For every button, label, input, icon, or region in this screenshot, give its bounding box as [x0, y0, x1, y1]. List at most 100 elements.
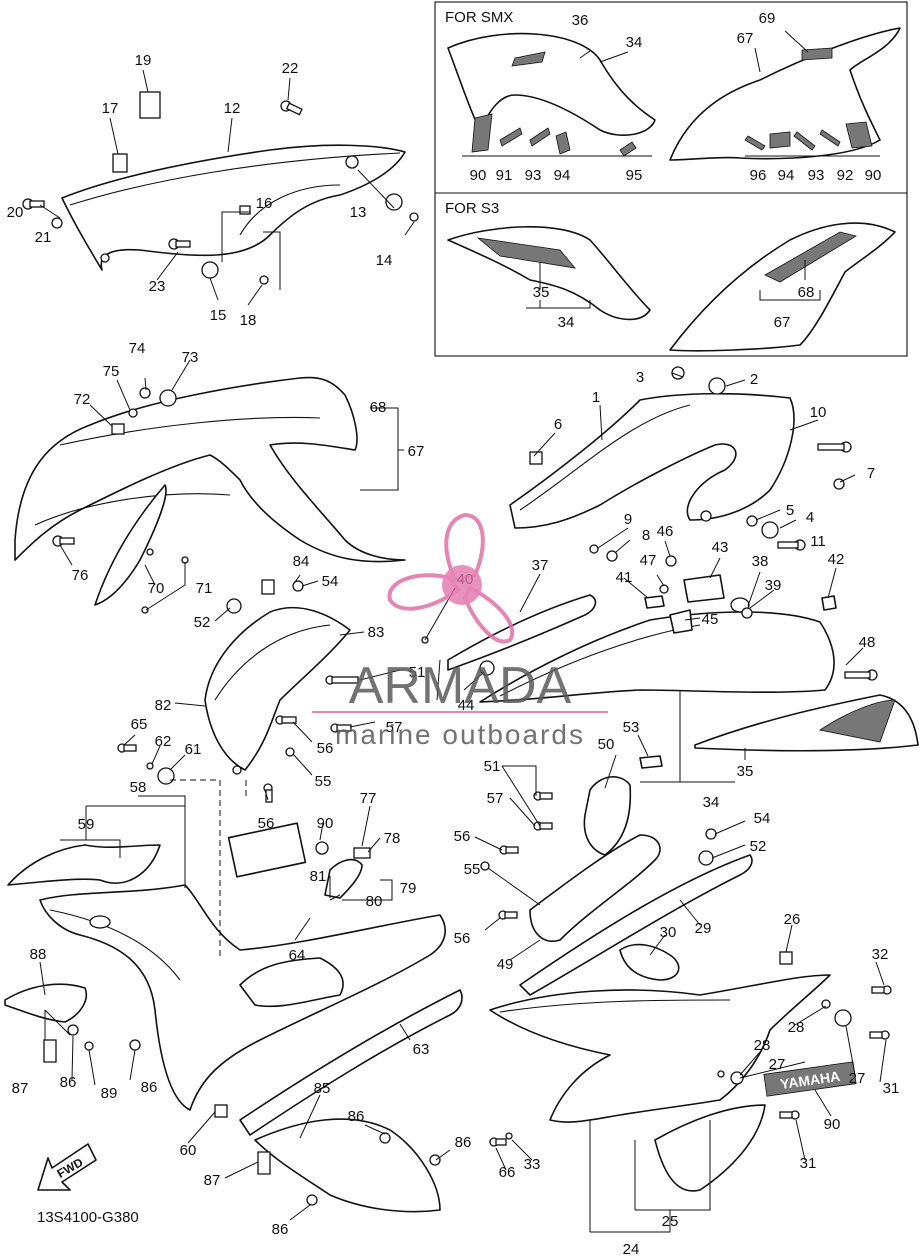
- part-64: [239, 957, 344, 1008]
- callout-64: 64: [289, 947, 306, 964]
- callout-1: 1: [592, 389, 600, 406]
- part-24-group: YAMAHA: [489, 776, 857, 1192]
- callout-67c: 67: [408, 443, 425, 460]
- part-63: [239, 989, 463, 1136]
- clip-18: [259, 275, 269, 285]
- part-85: [254, 1118, 441, 1213]
- s3-decal-68: [764, 231, 858, 283]
- callout-57a: 57: [386, 719, 403, 736]
- bolt-31b: [779, 1110, 800, 1120]
- callout-62: 62: [155, 733, 172, 750]
- callout-3: 3: [636, 369, 644, 386]
- callout-54b: 54: [754, 810, 771, 827]
- callout-19: 19: [135, 52, 152, 69]
- callout-45: 45: [702, 611, 719, 628]
- grommet-73: [159, 389, 177, 407]
- grommet-52b: [698, 850, 714, 866]
- rivet-86d: [429, 1154, 441, 1166]
- callout-42: 42: [828, 551, 845, 568]
- watermark-brand: ARMADA: [349, 657, 572, 715]
- callout-31b: 31: [800, 1155, 817, 1172]
- grommet-13: [385, 193, 403, 211]
- part-80-bracket: [324, 858, 363, 899]
- smx-decal-96: [744, 135, 766, 151]
- callout-22: 22: [282, 60, 299, 77]
- smx-decal-94-right: [769, 131, 791, 149]
- collar-5: [746, 515, 758, 527]
- bolt-48: [844, 669, 878, 681]
- part-45: [669, 609, 693, 634]
- callout-5: 5: [786, 502, 794, 519]
- callout-84: 84: [293, 553, 310, 570]
- clip-16: [239, 205, 251, 215]
- callout-70: 70: [148, 580, 165, 597]
- collar-14: [409, 212, 419, 222]
- callout-91: 91: [496, 167, 513, 184]
- callout-75: 75: [103, 363, 120, 380]
- callout-55a: 55: [315, 773, 332, 790]
- part-43: [683, 574, 725, 603]
- part-24: [489, 974, 831, 1123]
- part-1: [509, 392, 795, 529]
- callout-35a: 35: [533, 284, 550, 301]
- callout-46: 46: [657, 523, 674, 540]
- callout-16: 16: [256, 195, 273, 212]
- callout-6: 6: [554, 416, 562, 433]
- part-49: [529, 834, 661, 942]
- callout-90b: 90: [865, 167, 882, 184]
- smx-decal-36: [511, 51, 546, 67]
- clip-55a: [285, 747, 295, 757]
- callout-30: 30: [660, 924, 677, 941]
- rivet-86e: [306, 1194, 318, 1206]
- watermark: ARMADA marine outboards: [312, 512, 608, 750]
- part-58-group: [4, 822, 463, 1213]
- washer-33: [505, 1132, 513, 1140]
- callout-48: 48: [859, 634, 876, 651]
- callout-55b: 55: [464, 861, 481, 878]
- callout-51a: 51: [409, 664, 426, 681]
- callout-96: 96: [750, 167, 767, 184]
- callout-58: 58: [130, 779, 147, 796]
- bolt-56c: [499, 845, 519, 855]
- part-34-group: [447, 594, 919, 752]
- callout-67b: 67: [774, 314, 791, 331]
- callout-9: 9: [624, 511, 632, 528]
- callout-93b: 93: [808, 167, 825, 184]
- clip-54b: [705, 828, 717, 840]
- callout-90d: 90: [824, 1116, 841, 1133]
- nut-60: [214, 1104, 228, 1118]
- bolt-10: [817, 441, 852, 453]
- callout-36: 36: [572, 12, 589, 29]
- bolt-8: [606, 550, 618, 562]
- part-1-group: [509, 392, 795, 529]
- clip-54a: [292, 580, 304, 592]
- part-37: [447, 594, 597, 671]
- part-59: [7, 844, 161, 886]
- callout-28b: 28: [754, 1037, 771, 1054]
- part-30: [619, 943, 680, 981]
- callout-87a: 87: [12, 1080, 29, 1097]
- rivet-86c: [379, 1132, 391, 1144]
- callout-83: 83: [368, 624, 385, 641]
- smx-decal-90-right: [845, 121, 873, 149]
- callout-29: 29: [695, 920, 712, 937]
- inset-border: [434, 1, 908, 357]
- bolt-20: [22, 198, 45, 210]
- grommet-12-mount: [345, 155, 359, 169]
- callout-34c: 34: [703, 794, 720, 811]
- smx-decal-90-left: [471, 113, 493, 153]
- part-34: [479, 611, 835, 703]
- smx-decal-93-left: [529, 127, 551, 147]
- callout-66: 66: [499, 1164, 516, 1181]
- callout-74: 74: [129, 340, 146, 357]
- inset-title-smx: FOR SMX: [445, 9, 513, 26]
- callout-38: 38: [752, 553, 769, 570]
- callout-56c: 56: [454, 828, 471, 845]
- callout-82: 82: [155, 697, 172, 714]
- inset-panel: FOR SMX FOR S3: [434, 1, 908, 357]
- callout-28a: 28: [788, 1019, 805, 1036]
- washer-62: [146, 762, 154, 770]
- grommet-15: [201, 261, 219, 279]
- bracket-19: [139, 91, 161, 119]
- nut-6: [529, 451, 543, 465]
